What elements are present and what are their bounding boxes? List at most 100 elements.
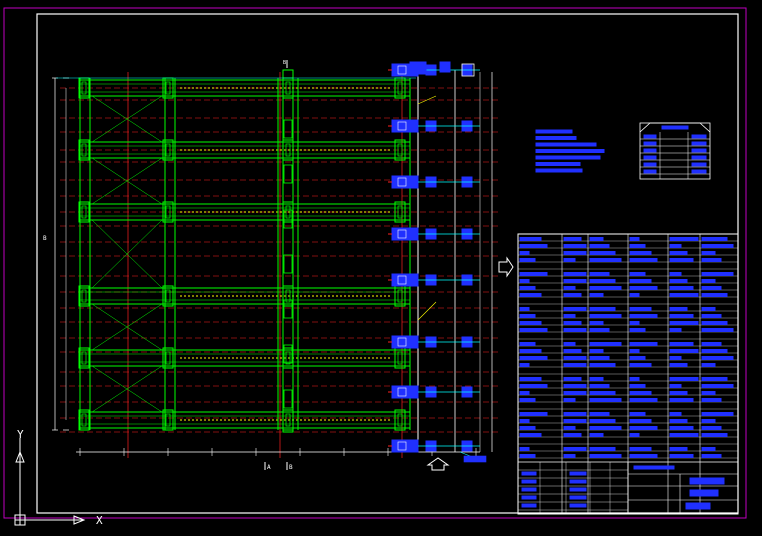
beam-node-inner <box>165 289 171 303</box>
bom-cell <box>669 447 688 451</box>
bom-cell <box>563 293 582 297</box>
small-table-header <box>639 122 711 133</box>
top-clamp <box>439 61 451 73</box>
bom-cell <box>629 391 652 395</box>
ucs-x-label: X <box>96 514 103 527</box>
small-table-cell <box>643 148 657 153</box>
bom-cell <box>589 384 610 388</box>
bom-cell <box>519 433 542 437</box>
outer-frame <box>3 7 747 519</box>
bom-cell <box>669 279 688 283</box>
bom-cell <box>589 454 622 458</box>
bom-cell <box>589 426 622 430</box>
bom-cell <box>629 426 658 430</box>
bom-cell <box>701 279 716 283</box>
beam-node <box>394 285 406 307</box>
bom-cell <box>589 412 610 416</box>
bom-cell <box>669 244 682 248</box>
beam-node <box>162 139 174 161</box>
bom-cell <box>519 328 548 332</box>
bom-cell <box>701 454 722 458</box>
bom-cell <box>669 377 699 381</box>
brace-line <box>91 95 163 143</box>
clamp-bolt <box>397 387 407 397</box>
bom-cell <box>519 447 530 451</box>
bom-cell <box>629 314 658 318</box>
bom-cell <box>669 328 682 332</box>
note-line <box>535 129 573 134</box>
bom-cell <box>589 363 616 367</box>
bom-cell <box>669 237 699 241</box>
bom-cell <box>519 419 530 423</box>
clamp-bolt <box>397 275 407 285</box>
beam-node <box>162 285 174 307</box>
clamp-bolt <box>397 65 407 75</box>
small-table-cell <box>643 162 657 167</box>
beam-node-inner <box>81 289 87 303</box>
bom-cell <box>519 391 530 395</box>
bom-cell <box>669 356 682 360</box>
beam-node <box>394 139 406 161</box>
bom-cell <box>563 272 587 276</box>
section-label-a: A <box>267 464 271 471</box>
bom-cell <box>701 377 728 381</box>
bom-cell <box>629 237 640 241</box>
clamp-bolt <box>397 177 407 187</box>
bom-cell <box>589 307 616 311</box>
bom-cell <box>701 307 716 311</box>
note-line <box>535 168 583 173</box>
bom-cell <box>629 321 640 325</box>
section-label-b: B <box>289 464 293 471</box>
bom-cell <box>629 447 652 451</box>
bom-cell <box>669 251 688 255</box>
bom-cell <box>589 314 622 318</box>
small-table-cell <box>643 134 657 139</box>
beam-node-inner <box>165 81 171 95</box>
bom-cell <box>519 412 548 416</box>
top-clamp <box>409 61 427 75</box>
beam-node-inner <box>397 143 403 157</box>
structure-plan <box>52 61 500 463</box>
beam-node <box>78 409 90 431</box>
title-block-name <box>689 477 725 485</box>
spine-joint <box>283 164 293 184</box>
bom-cell <box>519 356 548 360</box>
bom-cell <box>669 272 682 276</box>
beam-node-inner <box>397 289 403 303</box>
bom-cell <box>701 321 728 325</box>
note-line <box>535 162 581 166</box>
bom-cell <box>701 433 728 437</box>
beam-node-inner <box>81 351 87 365</box>
bom-cell <box>669 286 694 290</box>
section-mark-b-bottom: B <box>286 462 293 471</box>
small-table-title <box>661 125 689 130</box>
callout-tag <box>463 455 487 463</box>
bom-cell <box>563 412 587 416</box>
bom-cell <box>629 412 646 416</box>
bom-cell <box>701 293 728 297</box>
beam-node <box>78 201 90 223</box>
bom-cell <box>519 258 536 262</box>
bom-cell <box>589 279 616 283</box>
bom-cell <box>563 454 576 458</box>
bom-cell <box>701 447 716 451</box>
bom-cell <box>701 314 722 318</box>
bom-cell <box>629 419 652 423</box>
bom-cell <box>563 279 587 283</box>
beam-node <box>78 285 90 307</box>
bom-cell <box>563 258 576 262</box>
title-block-cell <box>521 487 537 492</box>
bom-cell <box>589 447 616 451</box>
bom-cell <box>563 307 587 311</box>
title-block-cell <box>521 471 537 476</box>
hollow-arrow-right-icon <box>498 256 514 278</box>
top-clamp-box <box>461 63 475 77</box>
spine-joint <box>283 389 293 409</box>
bom-cell <box>701 349 728 353</box>
clamp-bolt <box>397 121 407 131</box>
bom-cell <box>519 398 536 402</box>
central-spine <box>282 69 294 433</box>
small-table-cell <box>643 155 657 160</box>
